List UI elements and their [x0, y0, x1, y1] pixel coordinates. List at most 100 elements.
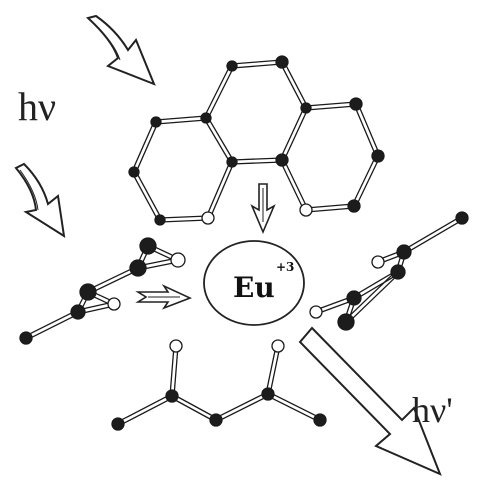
- carbon-atom: [275, 55, 289, 69]
- bond-line: [118, 397, 174, 427]
- bond-line: [88, 269, 140, 295]
- carbon-atom: [165, 389, 179, 403]
- carbon-atom: [313, 413, 327, 427]
- oxygen-nitrogen-atom: [299, 203, 313, 217]
- bond-line: [26, 313, 80, 341]
- bond-line: [203, 64, 231, 118]
- carbon-atom: [390, 264, 406, 280]
- bond-line: [344, 270, 398, 322]
- bond-line: [209, 162, 235, 220]
- incident-light-arrow-left-shade: [19, 169, 39, 211]
- bond-line: [283, 60, 309, 108]
- carbon-atom: [154, 214, 166, 226]
- bond-line: [357, 102, 381, 156]
- bond-line: [214, 391, 268, 419]
- oxygen-nitrogen-atom: [107, 297, 121, 311]
- bond-line: [352, 269, 398, 297]
- bond-line: [160, 219, 209, 223]
- bond-line: [268, 391, 322, 419]
- carbon-atom: [111, 417, 125, 431]
- bond-line: [135, 122, 159, 174]
- bond-line: [402, 215, 462, 251]
- carbon-atom: [70, 304, 86, 320]
- emitted-light-label: hν': [412, 390, 453, 430]
- eu-charge: +3: [276, 260, 294, 274]
- carbon-atom: [226, 156, 238, 168]
- absorbed-light-label: hν: [18, 84, 56, 129]
- bond-line: [404, 219, 464, 255]
- oxygen-nitrogen-atom: [169, 339, 183, 353]
- carbon-atom: [347, 199, 361, 213]
- bond-line: [131, 120, 155, 172]
- carbon-atom: [275, 153, 289, 167]
- carbon-atom: [337, 313, 355, 331]
- bond-line: [279, 160, 305, 212]
- bond-line: [354, 273, 400, 301]
- carbon-atom: [455, 211, 469, 225]
- bond-line: [86, 265, 138, 291]
- carbon-atom: [349, 97, 363, 111]
- bond-line: [156, 119, 207, 125]
- carbon-atom: [139, 237, 157, 255]
- emission-arrow: [298, 326, 442, 476]
- bond-line: [131, 172, 159, 222]
- bond-line: [203, 118, 231, 164]
- bond-line: [355, 156, 381, 208]
- carbon-atom: [200, 112, 212, 124]
- bond-line: [305, 101, 356, 107]
- carbon-atom: [209, 413, 223, 427]
- bond-line: [231, 59, 282, 65]
- carbon-atom: [396, 244, 412, 260]
- bond-line: [155, 115, 206, 121]
- bond-line: [283, 108, 309, 162]
- oxygen-nitrogen-atom: [371, 255, 385, 269]
- carbon-atom: [226, 60, 238, 72]
- carbon-atom: [129, 259, 147, 277]
- carbon-atom: [261, 387, 275, 401]
- carbon-atom: [346, 290, 362, 306]
- bond-line: [169, 345, 175, 396]
- carbon-atom: [300, 102, 312, 114]
- bond-line: [269, 346, 281, 395]
- bond-line: [265, 345, 277, 394]
- bond-line: [205, 160, 231, 218]
- oxygen-nitrogen-atom: [309, 305, 323, 319]
- carbon-atom: [371, 149, 385, 163]
- bond-line: [306, 105, 357, 111]
- bond-line: [232, 63, 283, 69]
- bond-line: [172, 393, 218, 419]
- bond-line: [231, 157, 282, 161]
- bond-line: [351, 154, 377, 206]
- incident-light-arrow-top: [85, 14, 156, 86]
- incident-light-arrow-top-shade: [91, 21, 121, 61]
- bond-line: [159, 215, 208, 219]
- carbon-atom: [128, 166, 140, 178]
- eu-symbol: Eu: [233, 271, 275, 304]
- bond-line: [135, 170, 163, 220]
- bond-line: [232, 161, 283, 165]
- bond-line: [207, 116, 235, 162]
- atoms-layer: [19, 55, 469, 431]
- bond-line: [116, 393, 172, 423]
- bond-line: [173, 346, 179, 397]
- bond-line: [207, 66, 235, 120]
- bond-line: [305, 203, 354, 209]
- bond-line: [266, 395, 320, 423]
- bond-line: [279, 62, 305, 110]
- bond-line: [353, 104, 377, 158]
- bond-line: [346, 272, 400, 324]
- bond-line: [24, 309, 78, 337]
- bond-line: [283, 158, 309, 210]
- bond-line: [279, 106, 305, 160]
- bond-line: [170, 397, 216, 423]
- carbon-atom: [19, 331, 33, 345]
- carbon-atom: [150, 116, 162, 128]
- oxygen-nitrogen-atom: [271, 339, 285, 353]
- carbon-atom: [79, 283, 97, 301]
- bond-line: [306, 207, 355, 213]
- bond-line: [216, 395, 270, 423]
- eu-ion-ellipse: [203, 240, 305, 326]
- oxygen-nitrogen-atom: [170, 252, 186, 268]
